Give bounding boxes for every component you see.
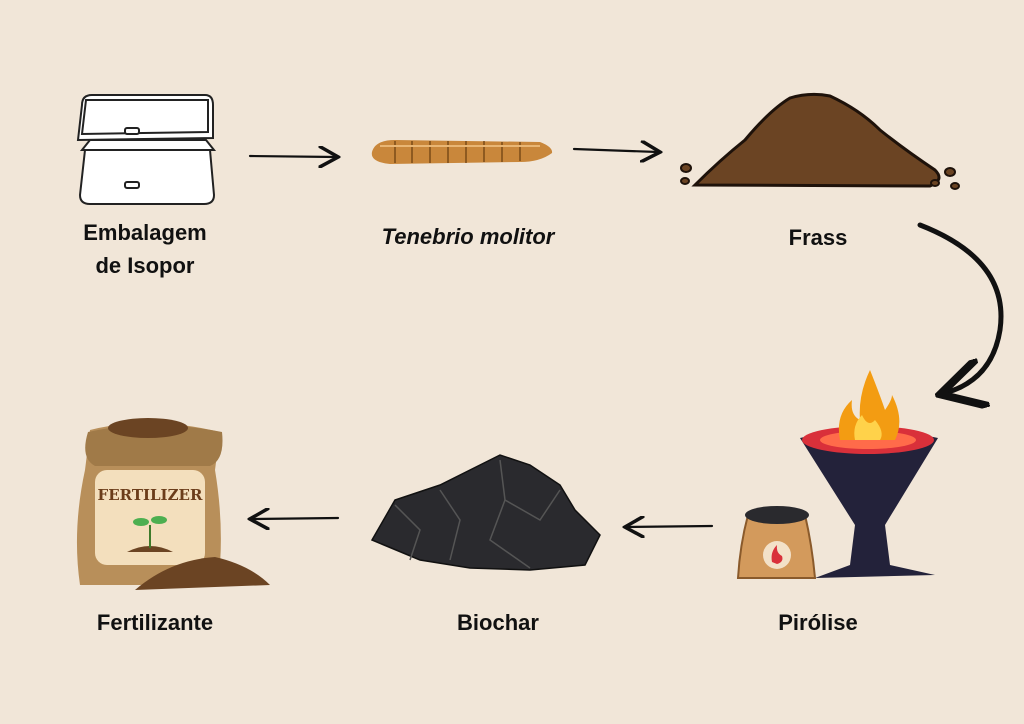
pyrolysis-furnace-icon: [800, 370, 938, 578]
svg-text:FERTILIZER: FERTILIZER: [98, 486, 203, 504]
styrofoam-container-icon: [76, 94, 217, 205]
step-label-fertilizante: Fertilizante: [96, 610, 214, 635]
mealworm-icon: [371, 140, 553, 164]
step-label-frass: Frass: [788, 225, 848, 250]
arrow-5: [252, 518, 340, 519]
fertilizer-bag-icon: FERTILIZER: [76, 418, 270, 590]
arrow-4: [627, 526, 714, 527]
frass-pile-icon: [680, 92, 960, 190]
step-label-biochar: Biochar: [457, 610, 539, 635]
biochar-icon: [370, 454, 601, 571]
arrow-3: [917, 222, 1004, 393]
charcoal-bag-icon: [736, 506, 817, 579]
arrow-2: [572, 149, 658, 152]
label-line-2: de Isopor: [95, 253, 195, 278]
step-label-embalagem: Embalagem de Isopor: [83, 216, 207, 282]
step-label-tenebrio: Tenebrio molitor: [381, 224, 555, 249]
arrow-1: [248, 156, 336, 157]
label-line-1: Embalagem: [83, 220, 207, 245]
step-label-pirolise: Pirólise: [778, 610, 858, 635]
